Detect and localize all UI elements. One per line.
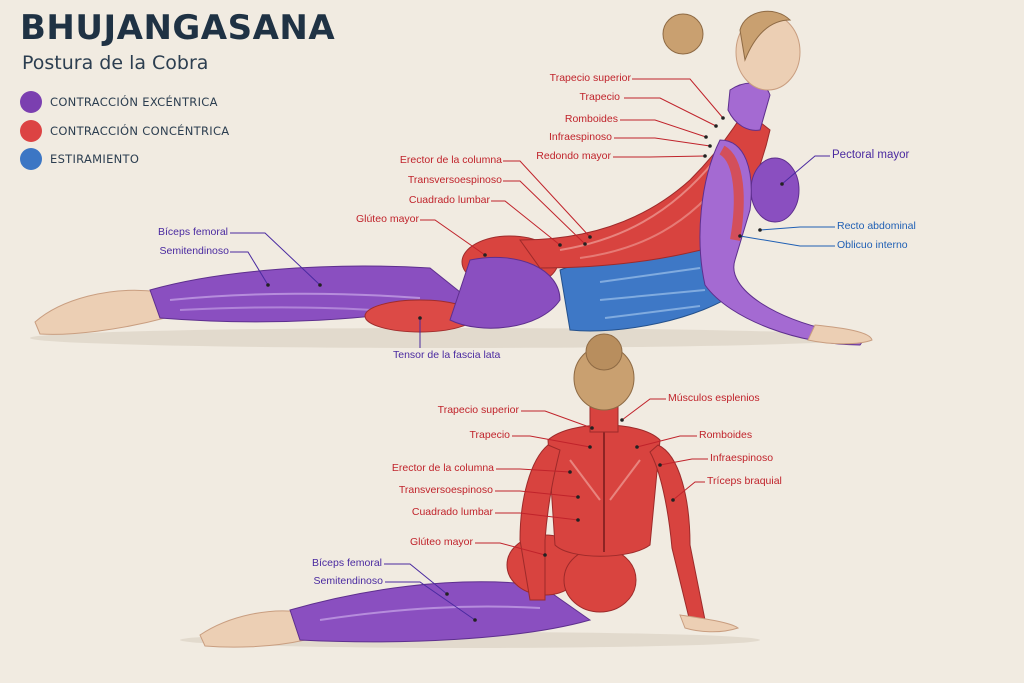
legend-item-estiramiento: ESTIRAMIENTO [20,145,229,174]
label-back-transversoespinoso: Transversoespinoso [398,484,493,496]
label-back-cuadrado-lumbar: Cuadrado lumbar [411,506,493,518]
label-side-recto-abdominal: Recto abdominal [837,220,916,232]
leader-dot [758,228,762,232]
legend-label: CONTRACCIÓN CONCÉNTRICA [50,123,230,138]
page-title: BHUJANGASANA [20,8,336,48]
leader-line [621,398,666,421]
label-side-trapecio: Trapecio [579,91,620,103]
label-back-infraespinoso: Infraespinoso [710,452,774,464]
leader-dot [473,618,477,622]
leader-dot [576,518,580,522]
label-side-pectoral-mayor: Pectoral mayor [832,149,910,161]
leader-line [512,435,591,448]
leader-dot [703,154,707,158]
leader-line [521,410,593,429]
leader-line [491,200,561,246]
leader-line [672,481,705,501]
leader-dot [738,234,742,238]
label-side-cuadrado-lumbar: Cuadrado lumbar [408,194,490,206]
leader-dot [318,283,322,287]
legend-item-concentrica: CONTRACCIÓN CONCÉNTRICA [20,117,229,146]
label-back-trapecio-superior: Trapecio superior [437,404,519,416]
label-side-trapecio-superior: Trapecio superior [549,72,631,84]
leader-line [384,563,448,595]
label-back-semitendinoso: Semitendinoso [313,575,383,587]
label-back-biceps-femoral: Bíceps femoral [311,557,382,569]
label-back-triceps-braquial: Tríceps braquial [707,475,782,487]
leader-dot [558,243,562,247]
leader-dot [588,445,592,449]
leader-line [739,235,835,247]
label-back-gluteo-mayor: Glúteo mayor [409,536,473,548]
leader-dot [576,495,580,499]
leader-line [230,251,269,286]
leader-line [613,155,706,158]
leader-dot [671,498,675,502]
leader-line [385,581,476,621]
leader-line [503,160,591,238]
leader-dot [780,182,784,186]
label-back-musculos-esplenios: Músculos esplenios [668,392,760,404]
legend-swatch-icon [20,119,42,142]
leader-dot [714,124,718,128]
leader-line [620,119,707,138]
label-side-semitendinoso: Semitendinoso [159,245,229,257]
leader-line [759,226,835,231]
leader-dot [620,418,624,422]
leader-line [781,155,830,185]
label-back-trapecio: Trapecio [469,429,510,441]
label-side-redondo-mayor: Redondo mayor [536,150,611,162]
leader-line [503,180,586,245]
leader-dot [543,553,547,557]
leader-dot [418,316,422,320]
leader-dot [588,235,592,239]
leader-dot [590,426,594,430]
label-side-erector-columna: Erector de la columna [399,154,502,166]
label-side-infraespinoso: Infraespinoso [548,131,612,143]
leader-dot [721,116,725,120]
legend-swatch-icon [20,91,42,114]
leader-line [495,490,579,498]
leader-dot [583,242,587,246]
leader-dot [483,253,487,257]
leader-dot [708,144,712,148]
legend-swatch-icon [20,148,42,171]
legend-label: ESTIRAMIENTO [50,152,140,167]
label-side-romboides: Romboides [564,113,618,125]
label-side-gluteo-mayor: Glúteo mayor [355,213,419,225]
leader-line [475,542,546,556]
leader-line [624,97,717,127]
page-subtitle: Postura de la Cobra [22,52,209,74]
legend: CONTRACCIÓN EXCÉNTRICA CONTRACCIÓN CONCÉ… [20,88,229,174]
leader-dot [658,463,662,467]
leader-dot [266,283,270,287]
leader-line [632,78,724,119]
leader-line [496,468,571,473]
label-back-romboides: Romboides [699,429,753,441]
leader-line [230,232,321,286]
leader-line [495,512,579,521]
leader-line [636,435,697,448]
label-side-tensor-fascia-lata: Tensor de la fascia lata [393,349,501,361]
leader-dot [445,592,449,596]
leader-line [659,458,708,466]
label-side-transversoespinoso: Transversoespinoso [407,174,502,186]
leader-line [614,137,711,147]
legend-label: CONTRACCIÓN EXCÉNTRICA [50,95,218,110]
leader-dot [568,470,572,474]
side-view-figure [30,10,873,348]
label-side-oblicuo-interno: Oblicuo interno [837,239,908,251]
label-side-biceps-femoral: Bíceps femoral [157,226,228,238]
back-view-figure [180,333,760,648]
leader-lines [230,78,835,622]
leader-line [420,219,486,256]
label-back-erector-columna: Erector de la columna [391,462,494,474]
leader-dot [704,135,708,139]
legend-item-excentrica: CONTRACCIÓN EXCÉNTRICA [20,88,229,117]
leader-dot [635,445,639,449]
